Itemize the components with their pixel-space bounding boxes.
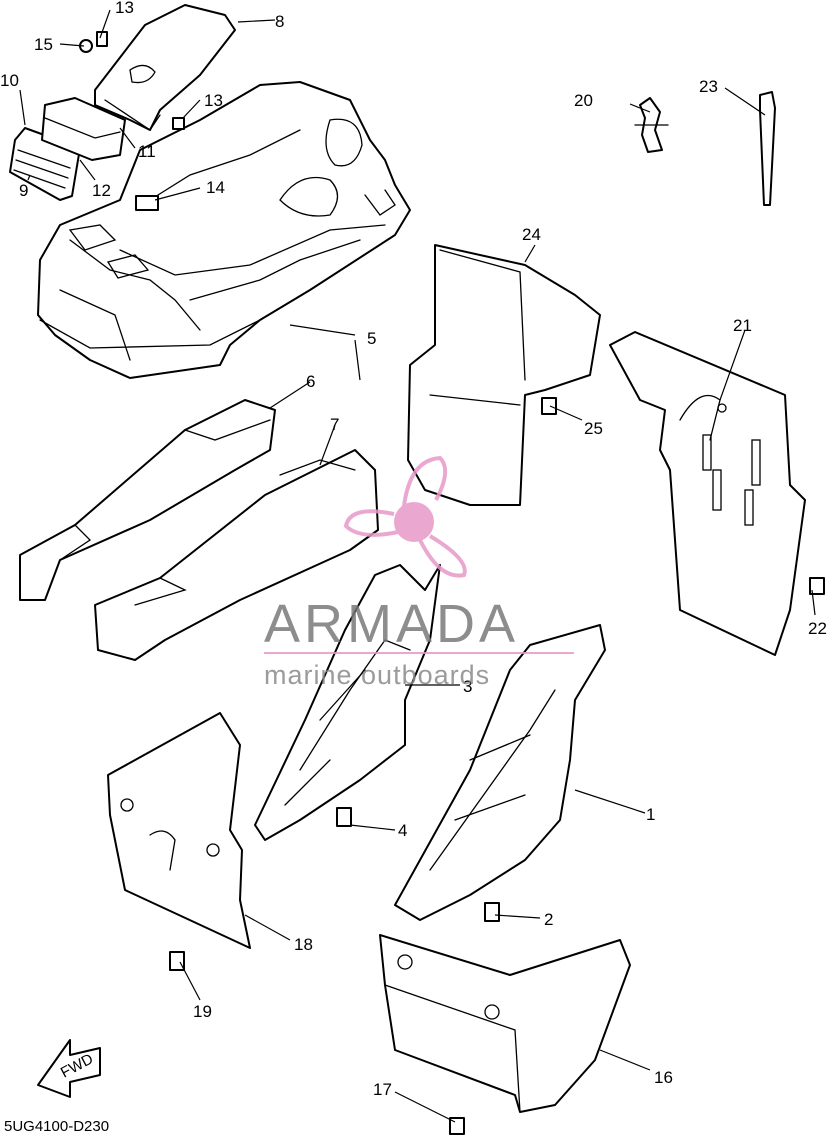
lower-panel-part-16 — [379, 934, 631, 1113]
callout-15: 15 — [34, 35, 53, 54]
callout-17: 17 — [373, 1080, 392, 1099]
callout-23: 23 — [699, 77, 718, 96]
callout-9: 9 — [19, 181, 28, 200]
filter-block-part — [41, 97, 126, 161]
callout-25: 25 — [584, 419, 603, 438]
callout-5: 5 — [367, 329, 376, 348]
watermark-rule — [264, 652, 574, 654]
diagram-code: 5UG4100-D230 — [4, 1118, 109, 1135]
side-rail-part-6 — [19, 399, 276, 601]
callout-labels: 1 2 3 4 5 6 7 8 9 10 11 12 13 13 14 15 1… — [0, 0, 827, 1099]
leader-lines — [19, 9, 816, 1123]
upper-panel-part — [94, 4, 236, 131]
callout-24: 24 — [522, 225, 541, 244]
armada-watermark: ARMADA marine outboards — [264, 455, 574, 690]
callout-21: 21 — [733, 316, 752, 335]
callout-18: 18 — [294, 935, 313, 954]
callout-7: 7 — [330, 415, 339, 434]
callout-20: 20 — [574, 91, 593, 110]
propeller-logo-icon — [343, 455, 467, 578]
callout-12: 12 — [92, 181, 111, 200]
callout-11: 11 — [138, 142, 156, 161]
clip-part-20 — [634, 97, 669, 153]
side-rail-part-7 — [94, 449, 379, 661]
bracket-panel-part-18 — [107, 712, 251, 949]
watermark-brand: ARMADA — [264, 594, 519, 654]
center-panel-part-3 — [254, 564, 441, 841]
callout-16: 16 — [654, 1068, 673, 1087]
callout-2: 2 — [544, 910, 553, 929]
callout-1: 1 — [646, 805, 655, 824]
callout-14: 14 — [206, 178, 225, 197]
callout-19: 19 — [193, 1002, 212, 1021]
clip-part — [135, 195, 159, 211]
callout-13-mid: 13 — [204, 91, 223, 110]
callout-10: 10 — [0, 71, 19, 90]
cable-tie-part-23 — [759, 91, 776, 206]
fwd-direction-badge: FWD — [37, 1039, 101, 1098]
watermark-tagline: marine outboards — [264, 660, 490, 690]
side-panel-part-1 — [394, 624, 606, 921]
duct-part-24 — [407, 244, 601, 506]
callout-22: 22 — [808, 619, 827, 638]
callout-8: 8 — [275, 12, 284, 31]
callout-6: 6 — [306, 372, 315, 391]
top-cover-body — [37, 81, 411, 379]
callout-4: 4 — [398, 821, 407, 840]
rear-panel-part-21 — [609, 331, 806, 656]
callout-3: 3 — [463, 677, 472, 696]
screw-parts — [79, 31, 825, 1135]
callout-13-top: 13 — [115, 0, 134, 17]
